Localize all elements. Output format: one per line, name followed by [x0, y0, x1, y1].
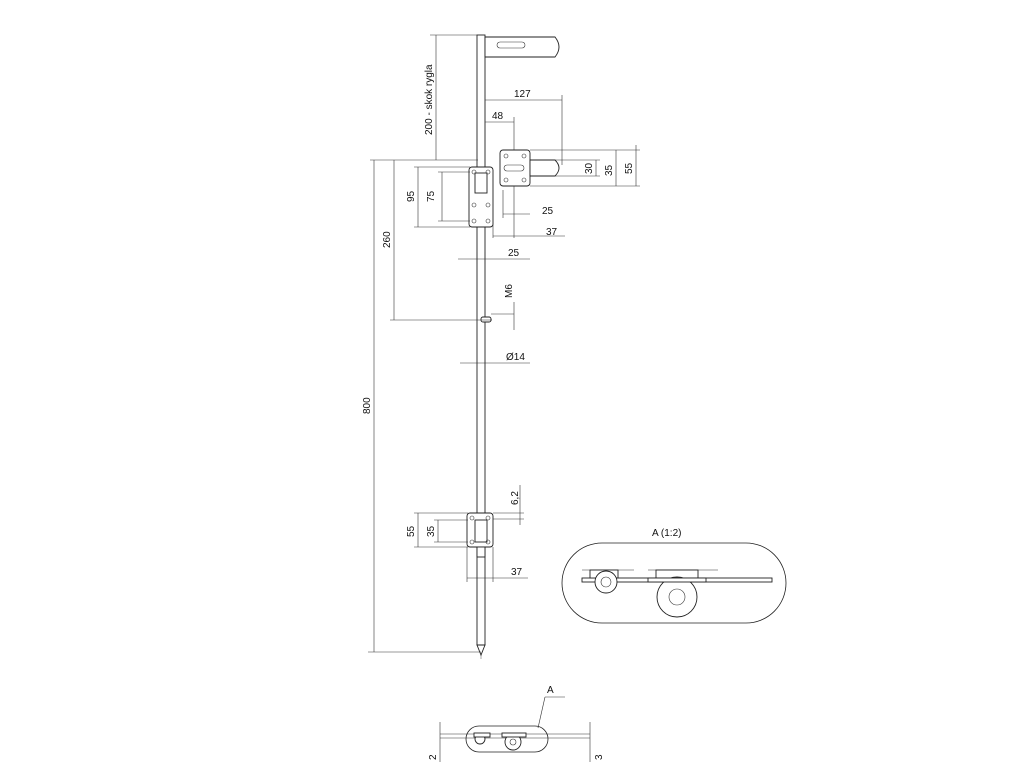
dim-6-2-label: 6,2: [510, 491, 521, 505]
detail-ref-label: A: [547, 685, 554, 696]
dim-95-75: 95 75: [406, 166, 470, 228]
dim-260-label: 260: [382, 231, 393, 248]
upper-guide-plate: [468, 166, 494, 228]
bottom-view: A 2 3: [428, 685, 605, 762]
dim-800-label: 800: [362, 397, 373, 414]
dim-55-35-lower: 55 35: [406, 512, 468, 548]
dim-127: 127: [484, 89, 563, 165]
dim-37-a-label: 37: [546, 227, 558, 238]
dim-stroke-label: 200 - skok rygla: [424, 64, 435, 135]
bolt-rod: [476, 34, 560, 660]
dim-260: 260: [382, 160, 492, 321]
keeper-plate: [499, 149, 560, 187]
dim-stroke: 200 - skok rygla: [370, 34, 478, 161]
dim-48-label: 48: [492, 111, 504, 122]
dim-6-2: 6,2: [493, 485, 524, 525]
dim-25-b-label: 25: [508, 248, 520, 259]
dim-30-label: 30: [584, 162, 595, 174]
dim-25-a-label: 25: [542, 206, 554, 217]
dim-3-label: 3: [594, 754, 605, 760]
dim-25-37-upper: 25 37: [492, 186, 565, 238]
dim-right-stack: 30 35 55: [530, 145, 640, 187]
dim-37-b-label: 37: [511, 567, 523, 578]
dim-35-top-label: 35: [604, 164, 615, 176]
dim-diameter-label: Ø14: [506, 352, 525, 363]
detail-view-a: A (1:2): [561, 528, 787, 624]
dim-2-label: 2: [428, 754, 439, 760]
dim-diameter: Ø14: [460, 352, 530, 364]
dim-48: 48: [485, 111, 515, 150]
dim-25-rod: 25: [458, 248, 530, 264]
lower-guide-plate: [466, 512, 494, 558]
dim-37-lower: 37: [466, 547, 528, 582]
dim-95-label: 95: [406, 190, 417, 202]
dim-55-bottom-label: 55: [406, 525, 417, 537]
dim-800: 800: [362, 160, 481, 653]
dim-75-label: 75: [426, 190, 437, 202]
dim-m6: M6: [491, 284, 515, 330]
dim-m6-label: M6: [504, 284, 515, 298]
detail-title: A (1:2): [652, 528, 681, 539]
dim-35-bottom-label: 35: [426, 525, 437, 537]
dim-55-top-label: 55: [624, 162, 635, 174]
dim-127-label: 127: [514, 89, 531, 100]
